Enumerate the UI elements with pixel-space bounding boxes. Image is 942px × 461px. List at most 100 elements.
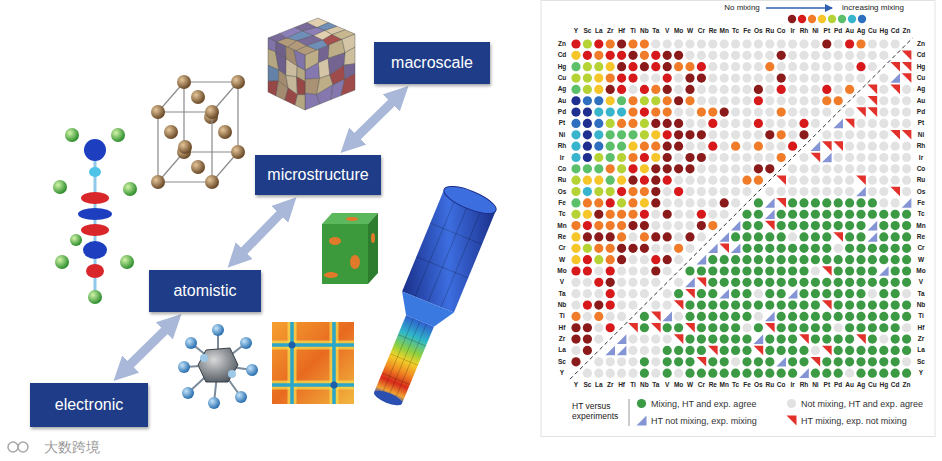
scale-box: electronic	[30, 383, 148, 427]
agreement-dot	[856, 221, 865, 230]
disagree-triangle	[719, 232, 729, 242]
mixing-dot	[777, 142, 786, 151]
mixing-dot	[799, 51, 808, 60]
mixing-dot	[640, 255, 649, 264]
row-element-label: Fe	[917, 199, 925, 206]
row-element-label: Hf	[918, 324, 925, 331]
agreement-dot	[777, 221, 786, 230]
mixing-dot	[697, 39, 706, 48]
mixing-dot	[583, 153, 592, 162]
row-element-label: Pt	[559, 120, 566, 127]
agreement-dot	[628, 357, 637, 366]
agreement-dot	[777, 312, 786, 321]
mixing-dot	[617, 289, 626, 298]
mixing-dot	[594, 221, 603, 230]
mixing-dot	[697, 221, 706, 230]
mixing-dot	[571, 244, 580, 253]
field-map	[272, 322, 354, 404]
disagree-triangle	[788, 289, 798, 299]
orbital-figure	[81, 192, 109, 204]
column-element-label: Re	[709, 27, 717, 34]
agreement-dot	[902, 244, 911, 253]
mixing-dot	[811, 62, 820, 71]
legend-bracket	[629, 399, 630, 426]
agreement-dot	[845, 357, 854, 366]
agreement-dot	[856, 323, 865, 332]
column-element-label: Mo	[674, 27, 683, 34]
mixing-dot	[617, 221, 626, 230]
mixing-dot	[788, 96, 797, 105]
agreement-dot	[754, 289, 763, 298]
mixing-dot	[606, 266, 615, 275]
mechanical-part	[441, 205, 483, 307]
mixing-dot	[663, 210, 672, 219]
mixing-dot	[720, 210, 729, 219]
crystal-lattice	[184, 82, 238, 152]
column-element-label: Zn	[903, 381, 911, 388]
mixing-dot	[594, 107, 603, 116]
agreement-dot	[868, 369, 877, 378]
mixing-dot	[765, 164, 774, 173]
agreement-dot	[856, 142, 865, 151]
mixing-dot	[617, 176, 626, 185]
orbital-figure	[89, 167, 101, 177]
mechanical-part	[415, 195, 457, 297]
mixing-dot	[742, 142, 751, 151]
watermark-logo	[18, 442, 28, 452]
agreement-dot	[594, 357, 603, 366]
mixing-dot	[640, 39, 649, 48]
agreement-dot	[663, 323, 672, 332]
agreement-dot	[720, 278, 729, 287]
agreement-dot	[879, 312, 888, 321]
legend-swatch	[787, 416, 797, 426]
mixing-dot	[708, 153, 717, 162]
disagree-triangle	[822, 300, 832, 310]
mixing-dot	[617, 119, 626, 128]
column-element-label: Rh	[800, 381, 809, 388]
agreement-dot	[845, 142, 854, 151]
agreement-dot	[834, 266, 843, 275]
agreement-dot	[879, 278, 888, 287]
mixing-dot	[651, 153, 660, 162]
agreement-dot	[663, 369, 672, 378]
mixing-dot	[583, 51, 592, 60]
row-element-label: Rh	[558, 143, 567, 150]
mixing-dot	[663, 142, 672, 151]
mixing-dot	[571, 221, 580, 230]
agreement-dot	[856, 300, 865, 309]
mixing-dot	[583, 198, 592, 207]
column-element-label: Pd	[834, 27, 842, 34]
agreement-dot	[663, 346, 672, 355]
mixing-dot	[606, 39, 615, 48]
row-element-label: Pt	[918, 120, 925, 127]
agreement-dot	[777, 323, 786, 332]
mixing-dot	[594, 210, 603, 219]
agreement-dot	[742, 346, 751, 355]
agreement-dot	[845, 300, 854, 309]
mixing-dot	[663, 51, 672, 60]
grain-tile	[341, 74, 355, 96]
agreement-dot	[834, 289, 843, 298]
mixing-dot	[663, 39, 672, 48]
disagree-triangle	[879, 266, 889, 276]
agreement-dot	[799, 255, 808, 264]
agreement-dot	[788, 346, 797, 355]
mixing-dot	[594, 73, 603, 82]
agreement-dot	[788, 266, 797, 275]
mixing-dot	[617, 312, 626, 321]
agreement-dot	[640, 335, 649, 344]
mixing-dot	[651, 51, 660, 60]
mixing-dot	[845, 85, 854, 94]
mixing-dot	[651, 119, 660, 128]
agreement-dot	[856, 153, 865, 162]
agreement-dot	[868, 278, 877, 287]
mixing-dot	[651, 164, 660, 173]
mixing-dot	[731, 187, 740, 196]
disagree-triangle	[868, 107, 878, 117]
mixing-dot	[799, 39, 808, 48]
agreement-dot	[731, 300, 740, 309]
mixing-dot	[571, 142, 580, 151]
agreement-dot	[765, 266, 774, 275]
agreement-dot	[765, 289, 774, 298]
agreement-dot	[868, 266, 877, 275]
